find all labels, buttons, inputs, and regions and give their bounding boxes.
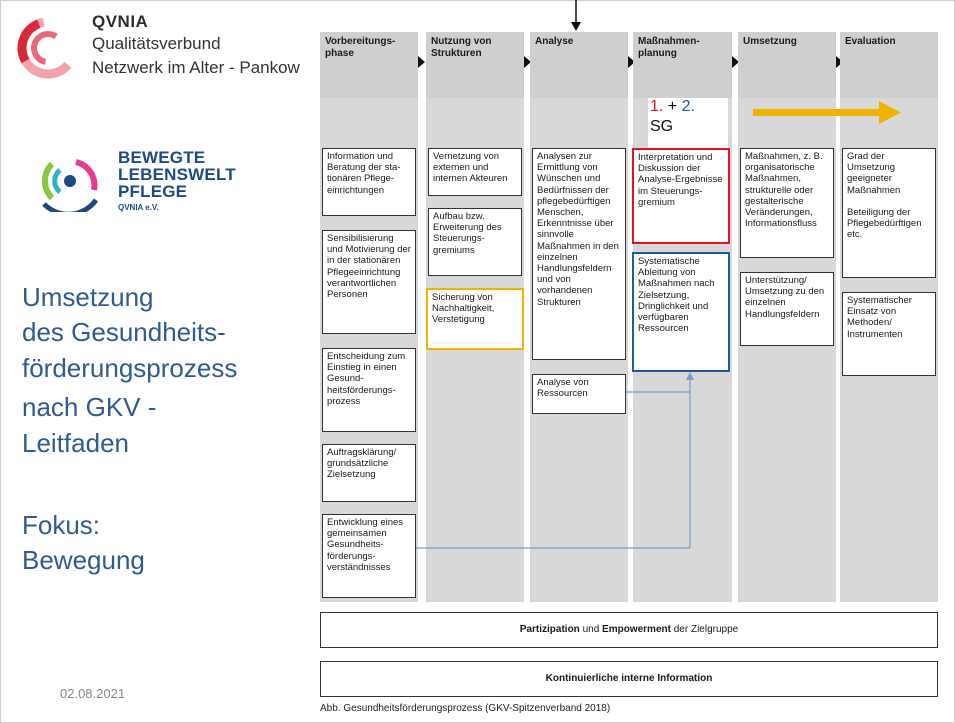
process-box: Systematischer Einsatz von Methoden/ Ins… bbox=[842, 292, 936, 376]
highlighted-box-blue: Systematische Ableitung von Maßnahmen na… bbox=[632, 252, 730, 372]
figure-caption: Abb. Gesundheitsförderungsprozess (GKV-S… bbox=[320, 703, 611, 714]
logo-line-3: PFLEGE bbox=[118, 182, 188, 201]
bewegte-lebenswelt-logo-icon bbox=[41, 159, 99, 212]
org-subtitle-1: Qualitätsverbund bbox=[92, 34, 221, 53]
title-line-4: nach GKV - bbox=[22, 392, 157, 422]
title-line-5: Leitfaden bbox=[22, 428, 129, 458]
logo-line-2: LEBENSWELT bbox=[118, 165, 236, 184]
chevron-right-icon bbox=[524, 56, 531, 68]
column-header: Maßnahmen- planung bbox=[633, 32, 732, 98]
process-box: Vernetzung von externen und internen Akt… bbox=[428, 148, 522, 196]
chevron-right-icon bbox=[418, 56, 425, 68]
process-box: Entwicklung eines gemeinsamen Gesundheit… bbox=[322, 514, 416, 598]
logo-line-1: BEWEGTE bbox=[118, 148, 206, 167]
process-box: Entscheidung zum Einstieg in einen Gesun… bbox=[322, 348, 416, 432]
annotation-steps: 1. + 2. bbox=[650, 98, 695, 115]
annotation-bg bbox=[648, 98, 728, 148]
info-bar: Kontinuierliche interne Information bbox=[320, 661, 938, 697]
slide-date: 02.08.2021 bbox=[60, 686, 126, 701]
column-header: Evaluation bbox=[840, 32, 938, 98]
column-header: Nutzung von Strukturen bbox=[426, 32, 524, 98]
process-diagram: Vorbereitungs- phase Nutzung von Struktu… bbox=[318, 0, 939, 718]
process-box: Information und Beratung der sta-tionäre… bbox=[322, 148, 416, 216]
org-name: QVNIA bbox=[92, 12, 149, 31]
process-box: Maßnahmen, z. B. organisatorische Maßnah… bbox=[740, 148, 834, 258]
chevron-right-icon bbox=[628, 56, 635, 68]
process-box: Analysen zur Ermittlung von Wünschen und… bbox=[532, 148, 626, 360]
process-box: Aufbau bzw. Erweiterung des Steuerungs-g… bbox=[428, 208, 522, 276]
highlighted-box-red: Interpretation und Diskussion der Analys… bbox=[632, 148, 730, 244]
process-box: Analyse von Ressourcen bbox=[532, 374, 626, 414]
participation-bar: Partizipation und Empowerment der Zielgr… bbox=[320, 612, 938, 648]
column-header: Analyse bbox=[530, 32, 628, 98]
connector-lines bbox=[416, 372, 694, 549]
title-line-3: förderungsprozess bbox=[22, 353, 238, 383]
logo-sub: QVNIA e.V. bbox=[118, 203, 159, 212]
focus-line-1: Fokus: bbox=[22, 510, 101, 540]
title-line-2: des Gesundheits- bbox=[22, 317, 226, 347]
process-box: Auftragsklärung/ grundsätzliche Zielsetz… bbox=[322, 444, 416, 502]
annotation-sg: SG bbox=[650, 118, 674, 135]
column-header: Umsetzung bbox=[738, 32, 836, 98]
process-box: Sensibilisierung und Motivierung der in … bbox=[322, 230, 416, 334]
title-line-1: Umsetzung bbox=[22, 282, 154, 312]
qvnia-logo-icon bbox=[17, 17, 79, 79]
yellow-arrow-icon bbox=[753, 101, 901, 124]
org-subtitle-2: Netzwerk im Alter - Pankow bbox=[92, 58, 300, 77]
process-box: Grad der Umsetzung geeigneter Maßnahmen … bbox=[842, 148, 936, 278]
highlighted-box-yellow: Sicherung von Nachhaltigkeit, Verstetigu… bbox=[426, 288, 524, 350]
column-header: Vorbereitungs- phase bbox=[320, 32, 418, 98]
focus-line-2: Bewegung bbox=[22, 545, 145, 575]
top-arrow-icon bbox=[571, 0, 581, 31]
chevron-right-icon bbox=[836, 56, 843, 68]
chevron-right-icon bbox=[732, 56, 739, 68]
process-box: Unterstützung/ Umsetzung zu den einzelne… bbox=[740, 272, 834, 346]
